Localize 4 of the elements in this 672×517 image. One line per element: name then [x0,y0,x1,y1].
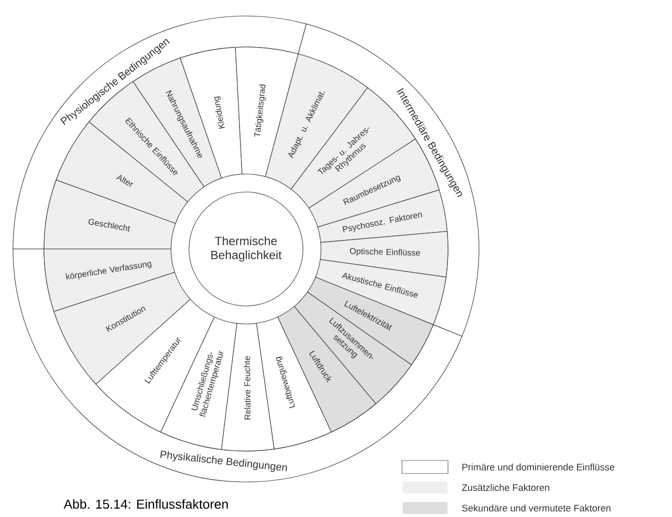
caption: Abb. 15.14: Einflussfaktoren [64,499,228,509]
legend-label: Zusätzliche Faktoren [462,484,550,491]
legend-label: Primäre und dominierende Einflüsse [462,464,614,470]
legend-label: Sekundäre und vermutete Faktoren [462,504,610,512]
